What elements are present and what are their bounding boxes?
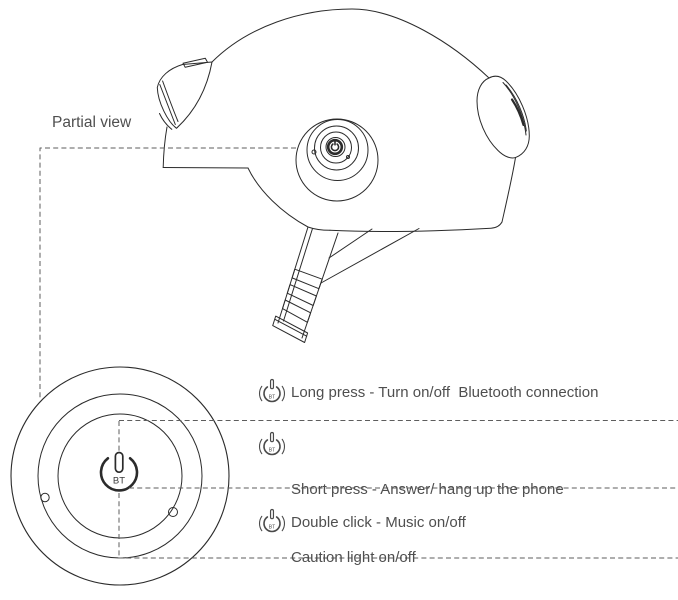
power-bt-icon-large xyxy=(99,451,139,492)
chin-strap xyxy=(272,226,420,343)
rear-spoiler xyxy=(476,75,530,159)
instruction-short-press-line2: Caution light on/off xyxy=(291,548,416,566)
helmet-bottom-front xyxy=(162,167,249,169)
visor-notch xyxy=(159,113,173,130)
visor-flap xyxy=(156,61,213,129)
left-wave xyxy=(258,385,263,402)
power-arc xyxy=(263,439,281,456)
dashed-callout-lines xyxy=(39,147,678,559)
helmet-power-button xyxy=(295,118,379,202)
instruction-double-click: Double click - Music on/off xyxy=(291,514,466,531)
right-wave xyxy=(281,385,286,402)
helmet-rear-edge xyxy=(501,157,516,223)
rear-spoiler-shading xyxy=(510,98,525,127)
left-wave xyxy=(258,515,263,532)
rear-spoiler-edge-line xyxy=(502,82,527,136)
right-wave xyxy=(281,438,286,455)
helmet-bottom-rear xyxy=(329,221,503,233)
instruction-short-press: Short press - Answer/ hang up the phone … xyxy=(291,434,564,600)
icon-bt-label: BT xyxy=(269,447,275,453)
visor-inner-line-2 xyxy=(162,80,179,122)
helmet-dome xyxy=(211,8,490,79)
power-bar xyxy=(269,378,275,390)
power-arc xyxy=(263,386,281,403)
detail-outer-ring xyxy=(10,366,230,586)
power-icon xyxy=(326,138,344,156)
instruction-long-press: Long press - Turn on/off Bluetooth conne… xyxy=(291,384,599,401)
partial-view-label: Partial view xyxy=(52,114,132,131)
button-detail-view xyxy=(10,366,230,586)
helmet-illustration xyxy=(156,8,530,343)
power-bt-icon: BT xyxy=(258,508,286,533)
power-bt-icon: BT xyxy=(258,431,286,456)
left-wave xyxy=(258,438,263,455)
icon-bt-label: BT xyxy=(269,524,275,530)
rear-spoiler-edge-line-2 xyxy=(505,84,527,132)
visor-slot xyxy=(182,57,208,68)
partial-view-callout xyxy=(39,147,296,399)
detail-inner-ring xyxy=(57,413,183,539)
instruction-short-press-line1: Short press - Answer/ hang up the phone xyxy=(291,481,564,498)
right-wave xyxy=(281,515,286,532)
detail-led-dot-right xyxy=(168,507,178,517)
rear-strap-line xyxy=(328,228,373,259)
power-bt-icon: BT xyxy=(258,378,286,403)
helmet-bottom-curve xyxy=(247,167,331,231)
detail-bt-label: BT xyxy=(113,476,125,487)
detail-led-dot-left xyxy=(40,492,50,503)
power-arc xyxy=(263,516,281,533)
power-bar xyxy=(269,431,275,443)
icon-bt-label: BT xyxy=(269,394,275,400)
helmet-front-edge xyxy=(162,126,168,168)
rear-strap-line-2 xyxy=(320,228,420,284)
visor-inner-line xyxy=(159,84,176,125)
power-bar xyxy=(269,508,275,520)
